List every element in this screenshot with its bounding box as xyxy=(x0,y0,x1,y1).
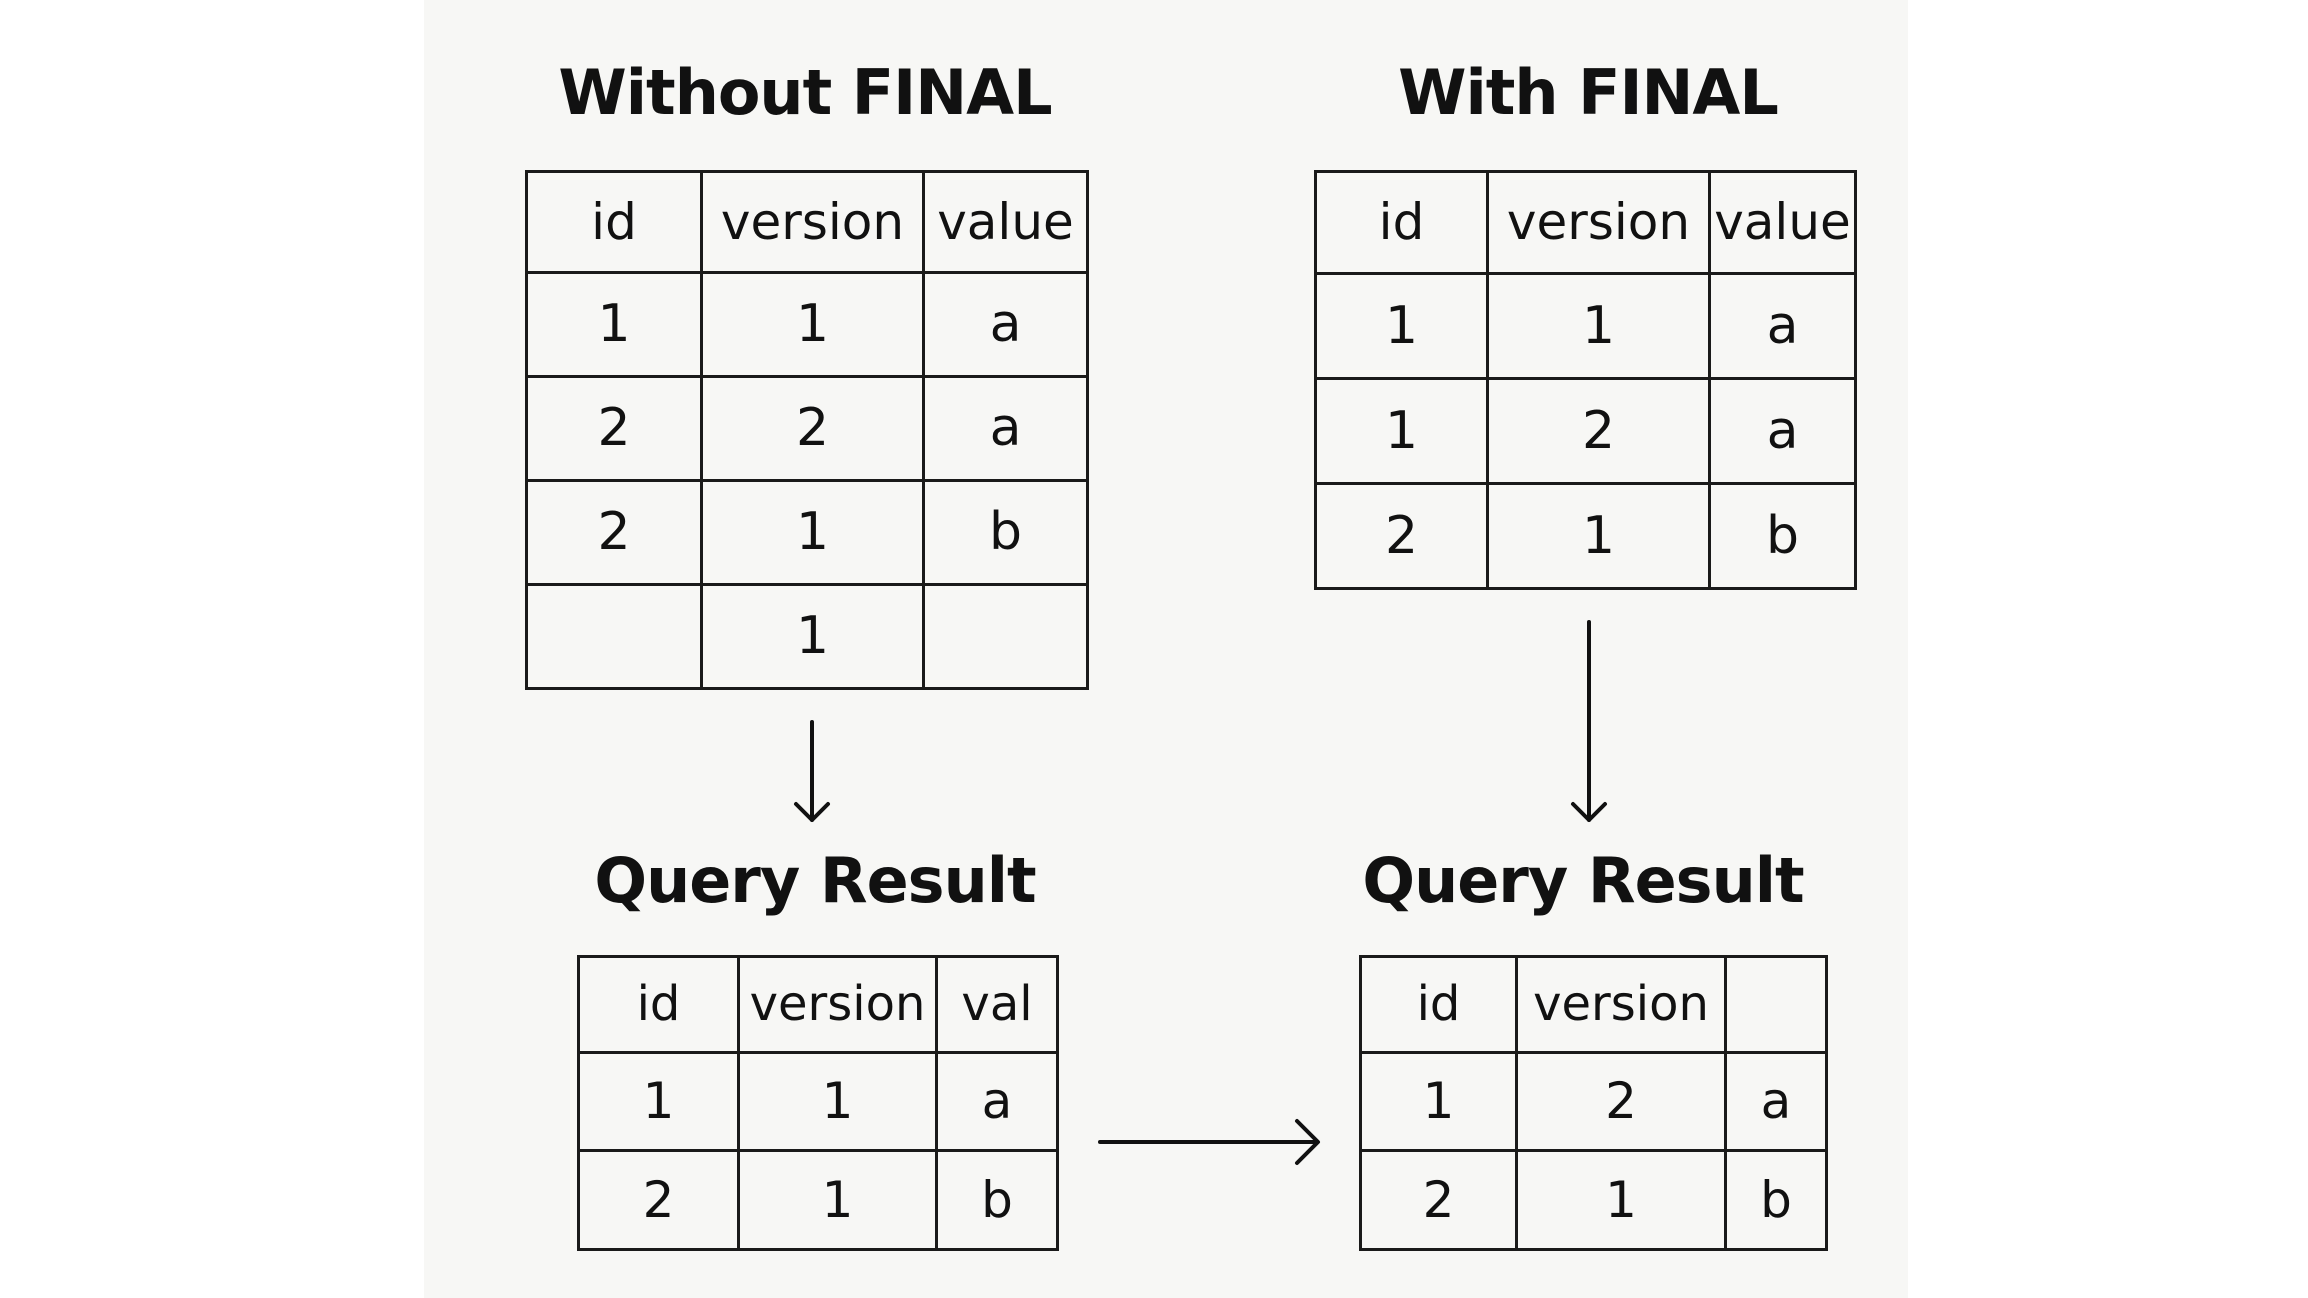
table-cell: 1 xyxy=(1515,1149,1727,1251)
table-cell: a xyxy=(935,1050,1059,1153)
right-query-result-title: Query Result xyxy=(1362,844,1804,917)
header-cell: version xyxy=(737,955,938,1054)
table-row: 2 1 b xyxy=(525,478,1089,586)
header-cell: value xyxy=(922,170,1089,274)
without-final-result-table: id version val 1 1 a 2 1 b xyxy=(577,955,1059,1251)
with-final-title: With FINAL xyxy=(1398,56,1779,129)
header-cell: value xyxy=(1708,170,1857,275)
table-cell: 1 xyxy=(1359,1050,1518,1153)
table-cell: 1 xyxy=(737,1149,938,1251)
table-cell: 1 xyxy=(737,1050,938,1153)
table-cell xyxy=(922,582,1089,691)
table-cell: b xyxy=(935,1149,1059,1251)
table-cell: 2 xyxy=(1314,481,1489,591)
table-cell: 2 xyxy=(1359,1149,1518,1251)
table-cell: 1 xyxy=(577,1050,740,1153)
without-final-title: Without FINAL xyxy=(558,56,1052,129)
table-row: 1 1 a xyxy=(577,1050,1059,1153)
table-cell: 1 xyxy=(1486,481,1711,591)
header-cell: version xyxy=(1515,955,1727,1054)
table-cell: a xyxy=(922,270,1089,378)
table-cell xyxy=(525,582,703,691)
table-cell: b xyxy=(922,478,1089,586)
header-cell: version xyxy=(700,170,925,274)
header-cell xyxy=(1724,955,1828,1054)
table-row: 2 1 b xyxy=(577,1149,1059,1251)
table-header-row: id version value xyxy=(525,170,1089,274)
header-cell: id xyxy=(525,170,703,274)
table-cell: 1 xyxy=(525,270,703,378)
without-final-source-table: id version value 1 1 a 2 2 a 2 1 b 1 xyxy=(525,170,1089,691)
table-cell: 2 xyxy=(525,374,703,482)
table-cell: 2 xyxy=(700,374,925,482)
table-row: 1 1 a xyxy=(1314,271,1857,380)
table-row: 1 2 a xyxy=(1359,1050,1828,1153)
table-cell: 1 xyxy=(1486,271,1711,380)
table-cell: b xyxy=(1724,1149,1828,1251)
table-cell: 2 xyxy=(1486,376,1711,485)
table-row: 1 1 a xyxy=(525,270,1089,378)
table-row: 2 1 b xyxy=(1359,1149,1828,1251)
header-cell: val xyxy=(935,955,1059,1054)
header-cell: version xyxy=(1486,170,1711,275)
table-cell: a xyxy=(1724,1050,1828,1153)
table-cell: 1 xyxy=(1314,271,1489,380)
left-query-result-title: Query Result xyxy=(594,844,1036,917)
table-cell: 2 xyxy=(1515,1050,1727,1153)
table-header-row: id version xyxy=(1359,955,1828,1054)
table-row: 2 1 b xyxy=(1314,481,1857,591)
header-cell: id xyxy=(1359,955,1518,1054)
table-cell: a xyxy=(1708,271,1857,380)
header-cell: id xyxy=(577,955,740,1054)
table-cell: 1 xyxy=(700,270,925,378)
table-cell: b xyxy=(1708,481,1857,591)
header-cell: id xyxy=(1314,170,1489,275)
table-cell: 2 xyxy=(525,478,703,586)
table-cell: a xyxy=(1708,376,1857,485)
table-cell: 1 xyxy=(700,582,925,691)
table-header-row: id version value xyxy=(1314,170,1857,275)
table-cell: 1 xyxy=(700,478,925,586)
with-final-result-table: id version 1 2 a 2 1 b xyxy=(1359,955,1828,1251)
table-row: 1 xyxy=(525,582,1089,691)
table-cell: 2 xyxy=(577,1149,740,1251)
table-row: 2 2 a xyxy=(525,374,1089,482)
table-row: 1 2 a xyxy=(1314,376,1857,485)
table-header-row: id version val xyxy=(577,955,1059,1054)
with-final-source-table: id version value 1 1 a 1 2 a 2 1 b xyxy=(1314,170,1857,591)
table-cell: 1 xyxy=(1314,376,1489,485)
table-cell: a xyxy=(922,374,1089,482)
